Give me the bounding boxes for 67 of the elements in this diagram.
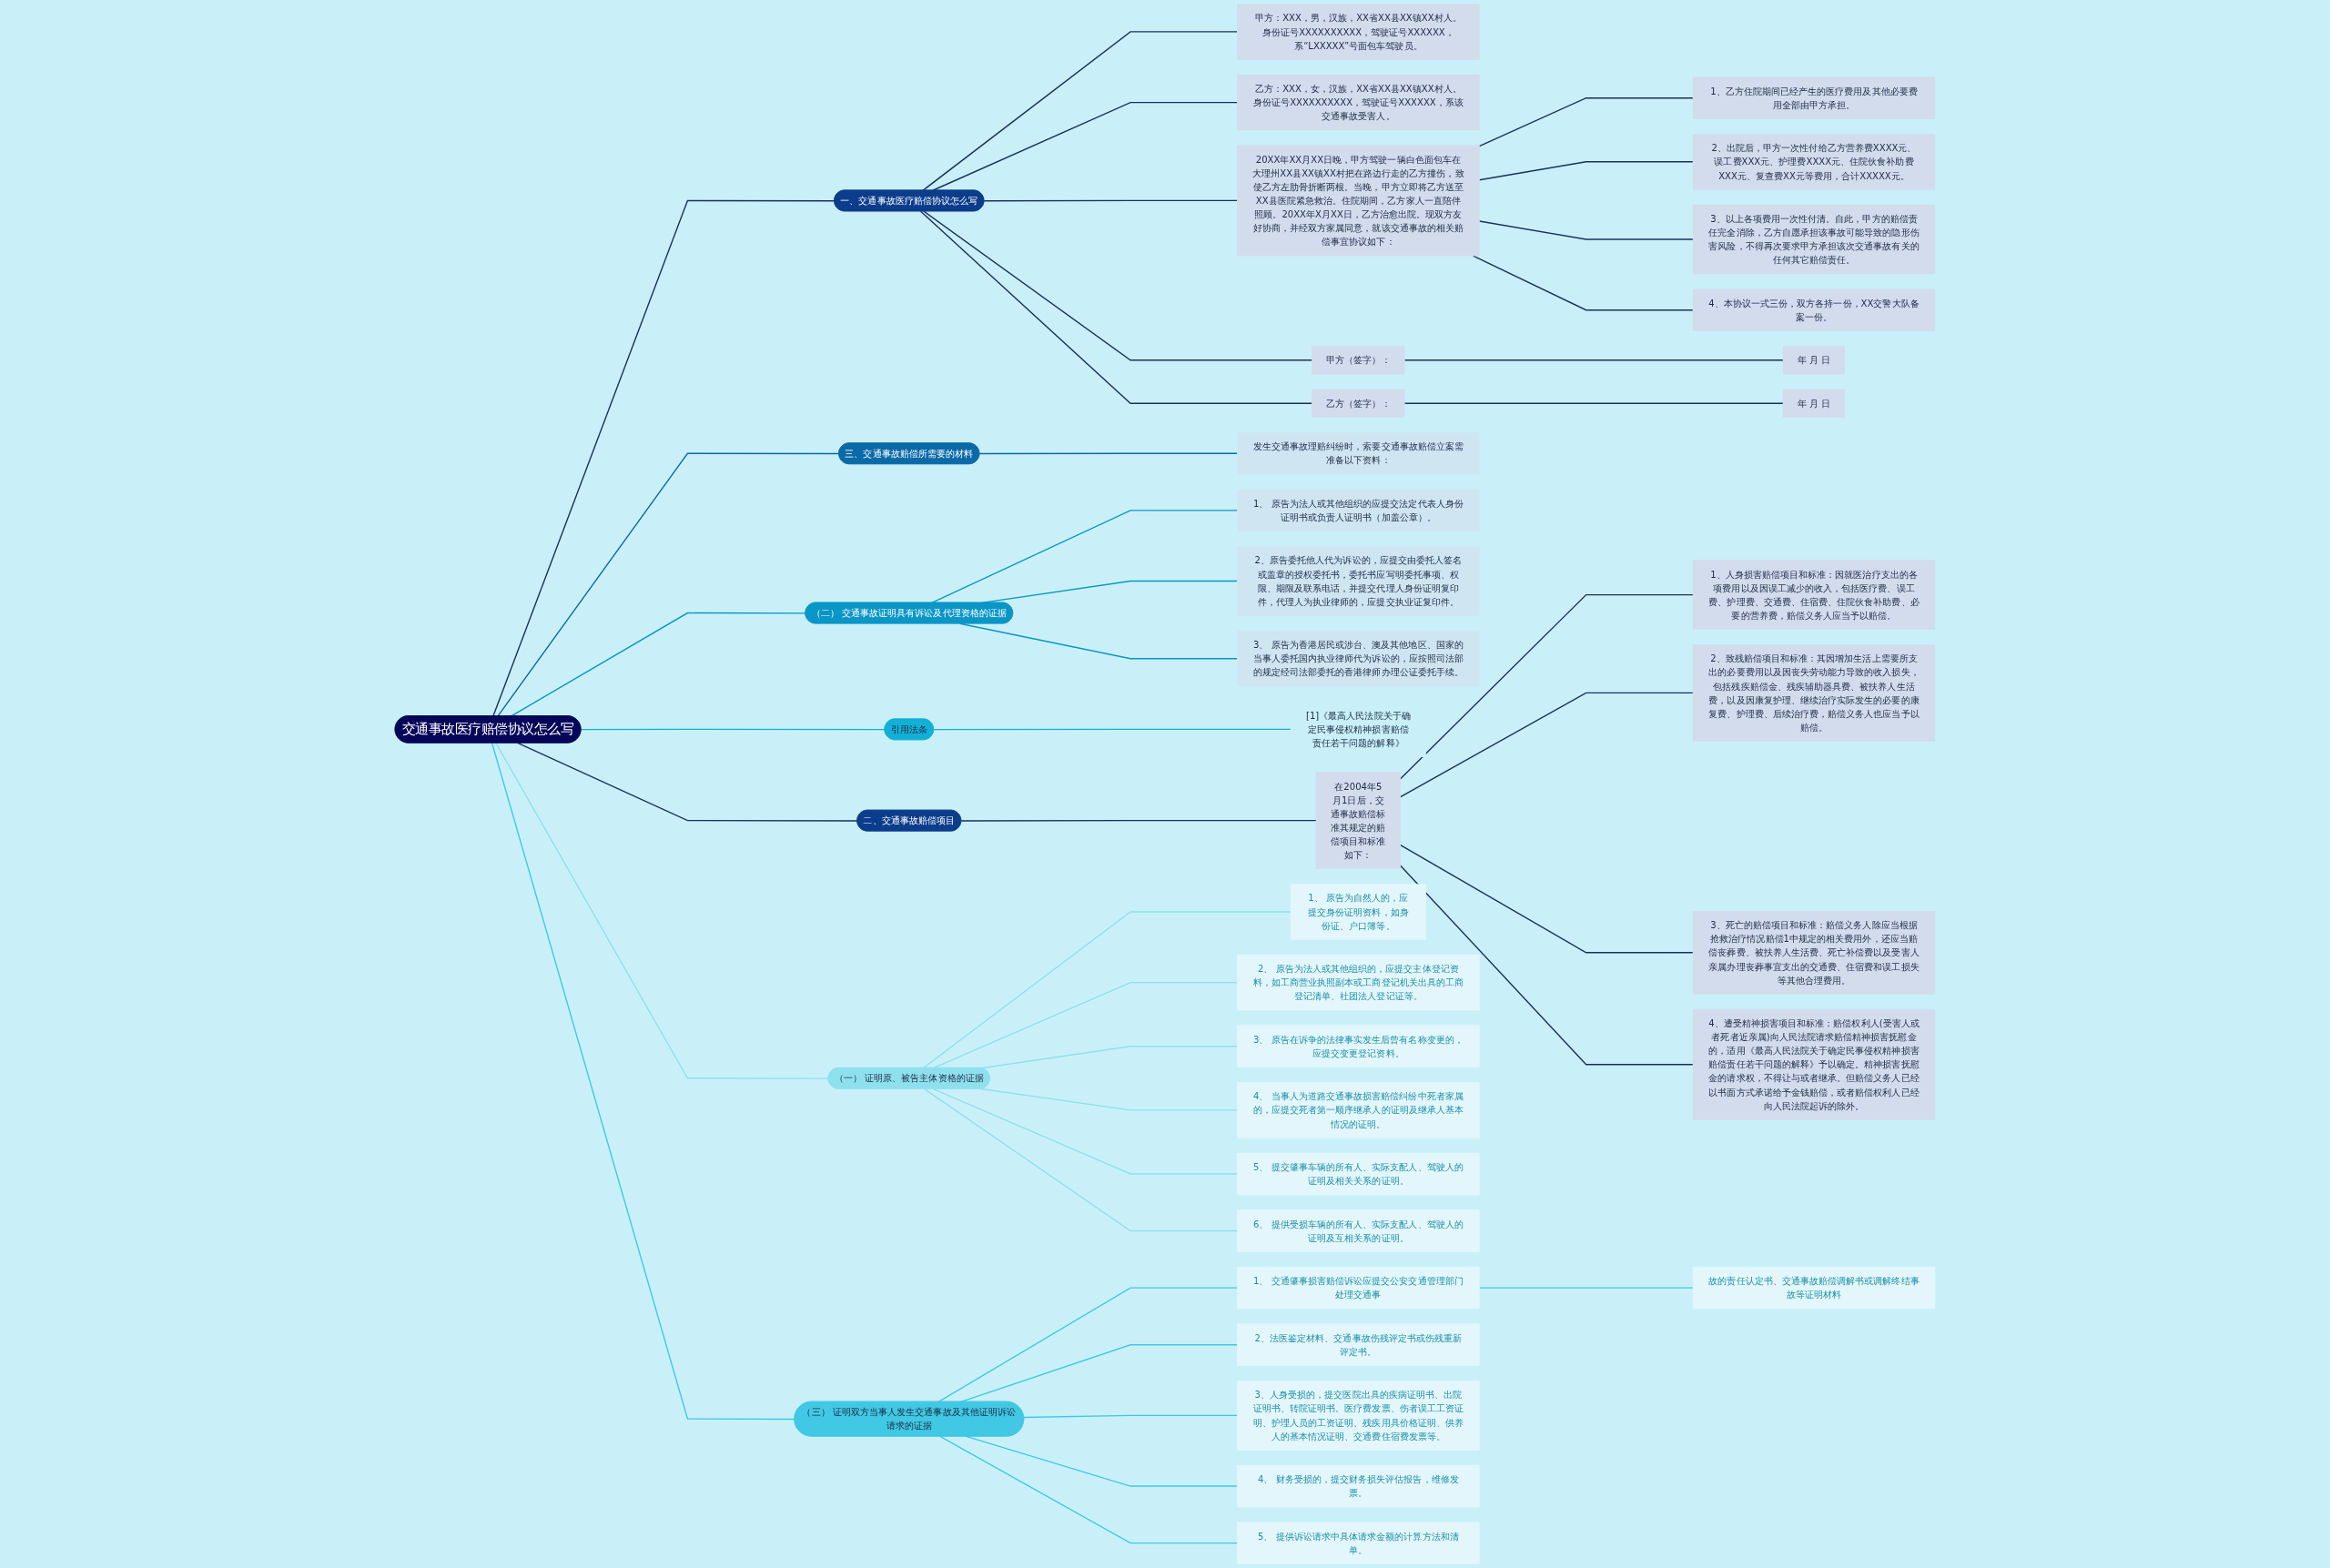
node-box bbox=[1237, 1152, 1480, 1196]
connector bbox=[580, 728, 886, 731]
connector bbox=[923, 1087, 1239, 1232]
connector bbox=[491, 742, 795, 1421]
connector bbox=[1023, 1414, 1239, 1419]
node-box bbox=[1237, 1323, 1480, 1366]
connector bbox=[980, 1046, 1239, 1069]
node-box bbox=[1692, 76, 1936, 119]
node-box bbox=[1315, 772, 1402, 869]
connector bbox=[960, 819, 1317, 822]
node-box bbox=[1312, 389, 1405, 418]
node-box bbox=[1692, 910, 1936, 995]
node-box bbox=[1237, 1464, 1480, 1508]
node-box bbox=[1290, 884, 1426, 940]
node-box bbox=[1237, 1025, 1480, 1067]
connector bbox=[980, 1087, 1239, 1111]
node-box bbox=[1237, 74, 1480, 131]
node-box bbox=[1237, 630, 1480, 687]
connector bbox=[922, 31, 1239, 191]
connector bbox=[932, 1087, 1239, 1175]
node-box bbox=[1692, 1008, 1936, 1120]
node-box bbox=[1237, 1082, 1480, 1138]
connector bbox=[922, 911, 1292, 1069]
connector bbox=[1478, 161, 1694, 181]
node-box bbox=[1237, 145, 1480, 257]
node-box bbox=[1692, 644, 1936, 742]
node-box bbox=[1237, 1266, 1480, 1310]
connector bbox=[1478, 220, 1694, 240]
node-box bbox=[1692, 288, 1936, 331]
connector bbox=[937, 1287, 1239, 1403]
connector bbox=[919, 210, 1313, 404]
node-box bbox=[1237, 489, 1480, 531]
node-box bbox=[1237, 1522, 1480, 1564]
node-box bbox=[1237, 432, 1480, 475]
connector bbox=[1400, 692, 1694, 798]
connector bbox=[517, 742, 858, 822]
connector bbox=[931, 510, 1239, 604]
connector bbox=[1478, 97, 1694, 147]
node-box bbox=[1237, 4, 1480, 60]
node-box bbox=[1237, 954, 1480, 1011]
connector bbox=[1403, 359, 1784, 361]
connector bbox=[933, 728, 1292, 731]
node-text: [1]《最高人民法院关于确定民事侵权精神损害赔偿责任若干问题的解释》 bbox=[1305, 710, 1411, 749]
connector bbox=[978, 452, 1239, 455]
node-box bbox=[1692, 560, 1936, 630]
connector bbox=[1403, 402, 1784, 404]
node-box bbox=[1692, 204, 1936, 275]
node-box bbox=[1237, 1209, 1480, 1252]
connector bbox=[495, 742, 829, 1079]
node-box bbox=[1692, 134, 1936, 190]
connector bbox=[923, 210, 1313, 361]
connector bbox=[492, 199, 836, 717]
connector bbox=[983, 199, 1239, 202]
connector bbox=[1478, 1287, 1694, 1289]
connector bbox=[497, 452, 840, 717]
node-box bbox=[1237, 546, 1480, 616]
connector bbox=[960, 1344, 1239, 1403]
connector bbox=[1400, 593, 1694, 780]
node-box bbox=[1312, 346, 1405, 375]
connector bbox=[1400, 865, 1694, 1066]
node-box bbox=[1782, 389, 1846, 418]
connector bbox=[1400, 844, 1694, 954]
node-box bbox=[1782, 346, 1846, 375]
connector bbox=[939, 1435, 1239, 1544]
node-box bbox=[1692, 1266, 1936, 1310]
connector bbox=[511, 612, 806, 717]
node-box bbox=[1237, 1381, 1480, 1451]
